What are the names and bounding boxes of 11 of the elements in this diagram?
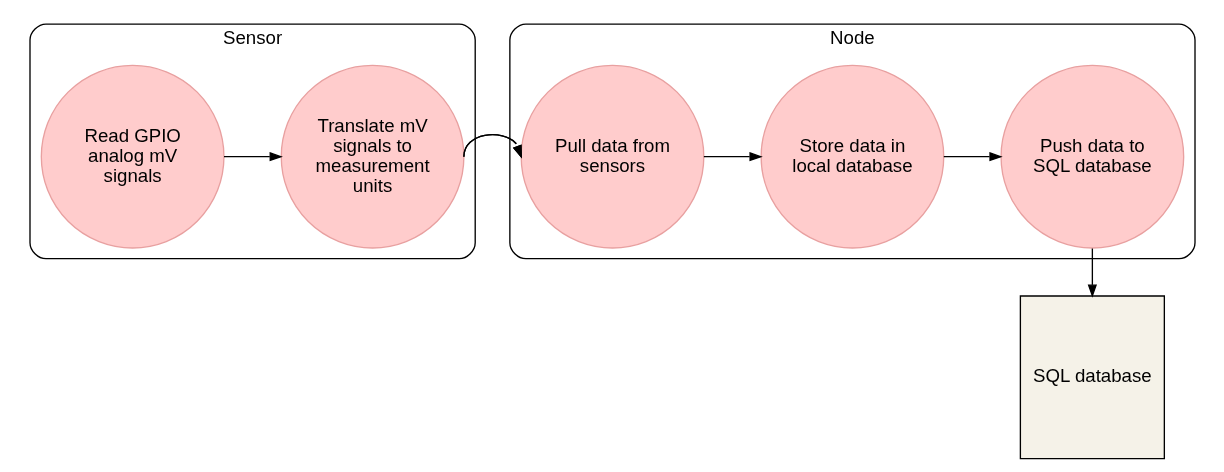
node-circle: Read GPIO analog mV signals: [40, 64, 225, 249]
node-circle: Pull data from sensors: [520, 64, 704, 249]
arrow: [942, 152, 1003, 162]
node-circle: Push data to SQL database: [999, 64, 1184, 249]
arrow: [222, 152, 283, 162]
arrow: [462, 134, 522, 159]
node-circle: Store data in local database: [759, 64, 944, 249]
node-box: SQL database: [1019, 295, 1165, 460]
arrow: [1087, 247, 1097, 298]
node-circle: Translate mV signals to measurement units: [280, 64, 465, 249]
arrow: [702, 152, 763, 162]
